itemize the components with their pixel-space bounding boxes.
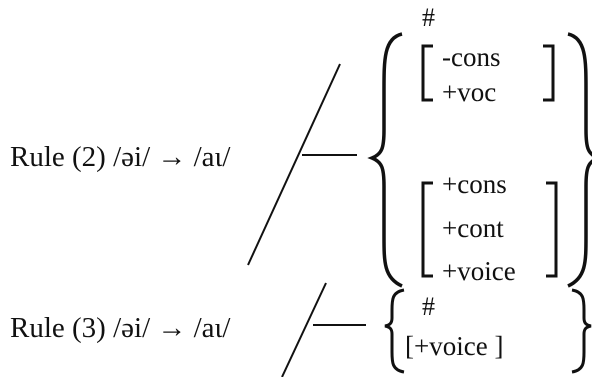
rule-3-label: Rule (3) /əi/ → /aɩ/	[10, 312, 231, 344]
rule-3-left-brace	[384, 288, 405, 374]
rule-2-feature-cont: +cont	[442, 213, 504, 243]
rule-3-environment-slash	[281, 282, 327, 377]
rule-2-matrix-1-right-bracket	[543, 44, 555, 102]
rule-2-feature-voc: +voc	[442, 77, 496, 107]
rule-2-right-brace	[567, 32, 592, 288]
rule-2-feature-plus-cons: +cons	[442, 169, 507, 199]
rule-3-right-brace	[571, 288, 592, 374]
rule-3-feature-voice: [+voice ]	[405, 331, 503, 361]
rule-2-environment-slash	[247, 63, 341, 266]
rule-2-matrix-2-left-bracket	[421, 181, 433, 278]
rule-2-feature-voice: +voice	[442, 256, 516, 286]
rule-2-feature-cons: -cons	[442, 42, 500, 72]
rule-2-matrix-1-left-bracket	[421, 44, 433, 102]
rule-2-matrix-2-right-bracket	[546, 181, 558, 278]
rule-2-left-brace	[367, 32, 403, 288]
rule-2-word-boundary: #	[422, 3, 435, 32]
rule-2-label: Rule (2) /əi/ → /aɩ/	[10, 141, 231, 173]
rule-3-word-boundary: #	[422, 292, 435, 321]
